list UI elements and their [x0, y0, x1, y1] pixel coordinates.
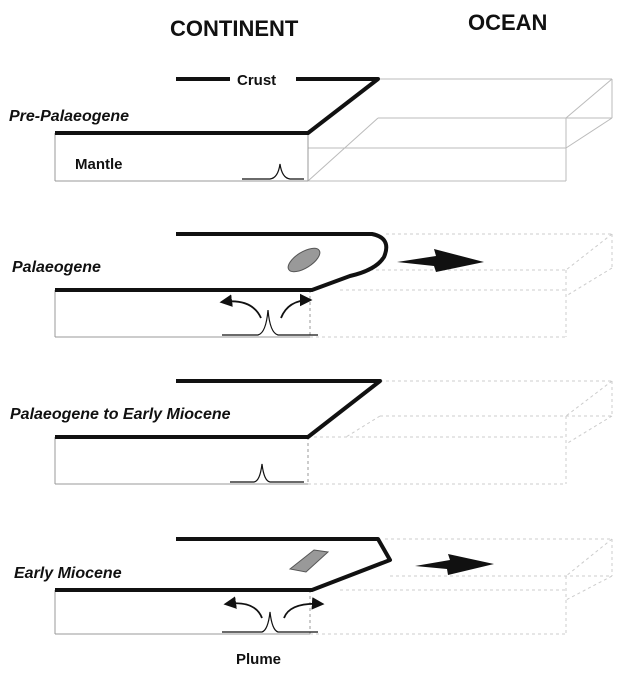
stage-label: Palaeogene	[12, 259, 101, 276]
panel-pre-palaeogene: Crust Pre-Palaeogene Mantle	[9, 72, 612, 181]
plume-label: Plume	[236, 651, 281, 668]
ocean-block	[310, 539, 612, 634]
panel-palaeogene: Palaeogene	[12, 234, 612, 337]
crust-label: Crust	[237, 72, 276, 89]
flow-arrow-right-icon	[284, 604, 322, 618]
motion-arrow-icon	[397, 249, 484, 272]
crust-line	[55, 234, 386, 290]
mantle-box	[55, 290, 310, 337]
motion-arrow-icon	[415, 554, 494, 575]
continent-header: CONTINENT	[170, 16, 299, 41]
stage-label: Pre-Palaeogene	[9, 108, 129, 125]
ocean-block	[308, 381, 612, 484]
flow-arrow-left-icon	[222, 301, 261, 318]
plume-spike	[230, 464, 304, 482]
ocean-header: OCEAN	[468, 10, 547, 35]
stage-label: Early Miocene	[14, 565, 122, 582]
panel-palaeogene-to-early-miocene: Palaeogene to Early Miocene	[10, 381, 612, 484]
flow-arrow-right-icon	[281, 300, 310, 318]
plume-spike	[222, 310, 318, 335]
plume-spike	[222, 612, 318, 632]
mantle-box	[55, 590, 310, 634]
plume-spike	[242, 164, 304, 179]
flow-arrow-left-icon	[226, 603, 262, 618]
melt-blob	[290, 550, 328, 572]
stage-label: Palaeogene to Early Miocene	[10, 406, 231, 423]
mantle-label: Mantle	[75, 156, 123, 173]
melt-blob	[284, 244, 323, 277]
panel-early-miocene: Early Miocene Plume	[14, 539, 612, 668]
mantle-box	[55, 437, 308, 484]
ocean-block	[308, 79, 612, 181]
ocean-block	[310, 234, 612, 337]
